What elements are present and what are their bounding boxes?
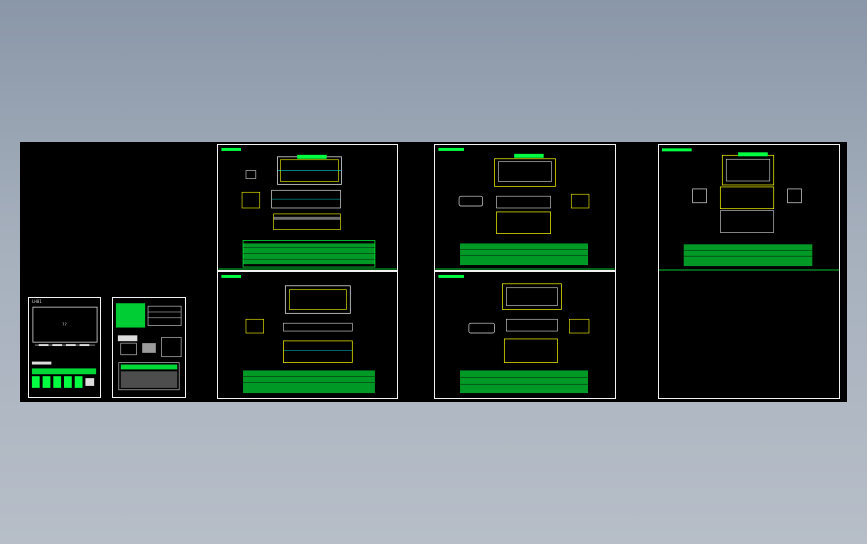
drawing-sheet-5[interactable] (658, 144, 840, 399)
drawing-sheet-1[interactable] (217, 144, 398, 271)
drawing-sheet-1-graphics (218, 147, 397, 270)
spec-sheet[interactable] (112, 297, 186, 398)
spec-sheet-drawing (115, 303, 182, 391)
cad-drawing-canvas[interactable]: LH01 ?? (20, 142, 847, 402)
drawing-sheet-3-graphics (435, 147, 615, 270)
drawing-sheet-2[interactable] (217, 271, 398, 399)
drawing-sheet-2-graphics (221, 274, 375, 394)
cover-sheet-center-mark: ?? (62, 322, 67, 327)
drawing-sheet-4[interactable] (434, 271, 616, 399)
drawing-sheet-4-graphics (438, 274, 590, 394)
cover-sheet[interactable]: LH01 ?? (28, 297, 101, 398)
drawing-sheet-5-graphics (659, 148, 839, 271)
cover-sheet-title: LH01 (32, 299, 42, 304)
cover-sheet-drawing (31, 306, 98, 388)
drawing-sheet-3[interactable] (434, 144, 616, 271)
